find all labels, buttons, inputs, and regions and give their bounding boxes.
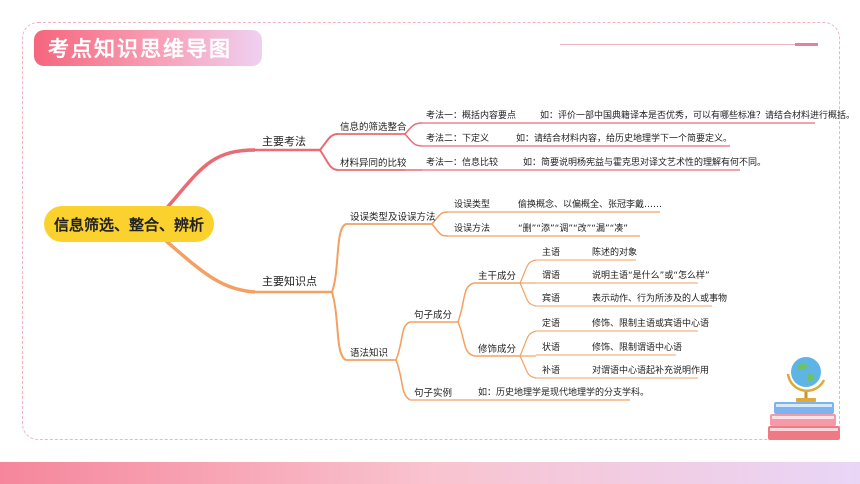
method-3: 考法一：信息比较 xyxy=(426,158,499,168)
mod-complement-desc: 对谓语中心语起补充说明作用 xyxy=(592,366,710,376)
branch-main-knowledge: 主要知识点 xyxy=(262,275,317,288)
core-subject: 主语 xyxy=(542,248,561,258)
method-2-example: 如：请结合材料内容，给历史地理学下一个简要定义。 xyxy=(516,134,733,144)
core-predicate: 谓语 xyxy=(542,271,561,281)
sentence-example-text: 如：历史地理学是现代地理学的分支学科。 xyxy=(478,388,650,398)
core-predicate-desc: 说明主语“是什么”或“怎么样” xyxy=(592,271,710,281)
mod-adverbial: 状语 xyxy=(542,343,561,353)
branch-main-methods: 主要考法 xyxy=(262,135,306,148)
mod-attribute: 定语 xyxy=(542,319,561,329)
node-modifier-parts: 修饰成分 xyxy=(478,344,517,355)
trap-method-value: “删”“添”“调”“改”“漏”“凑” xyxy=(518,224,628,234)
node-grammar: 语法知识 xyxy=(350,348,389,359)
method-1: 考法一：概括内容要点 xyxy=(426,111,517,121)
divider-accent xyxy=(795,43,818,46)
core-object-desc: 表示动作、行为所涉及的人或事物 xyxy=(592,294,728,304)
mod-attribute-desc: 修饰、限制主语或宾语中心语 xyxy=(592,319,710,329)
bottom-gradient-bar xyxy=(0,462,860,484)
slide-frame xyxy=(22,22,840,440)
core-object: 宾语 xyxy=(542,294,561,304)
trap-method-label: 设误方法 xyxy=(454,224,491,234)
mod-adverbial-desc: 修饰、限制谓语中心语 xyxy=(592,343,683,353)
divider xyxy=(560,44,795,45)
method-2: 考法二：下定义 xyxy=(426,134,490,144)
node-trap: 设误类型及设误方法 xyxy=(350,212,436,223)
method-1-example: 如：评价一部中国典籍译本是否优秀，可以有哪些标准？请结合材料进行概括。 xyxy=(540,111,856,121)
node-material-compare: 材料异同的比较 xyxy=(340,158,407,169)
method-3-example: 如：简要说明杨宪益与霍克思对译文艺术性的理解有何不同。 xyxy=(523,158,767,168)
node-sentence-example: 句子实例 xyxy=(414,388,453,399)
core-subject-desc: 陈述的对象 xyxy=(592,248,638,258)
trap-type-value: 偷换概念、以偏概全、张冠李戴…… xyxy=(518,200,663,210)
node-sentence-parts: 句子成分 xyxy=(414,310,453,321)
globe-and-books-icon xyxy=(768,357,840,440)
node-info-filter: 信息的筛选整合 xyxy=(340,122,407,133)
mod-complement: 补语 xyxy=(542,366,561,376)
root-node: 信息筛选、整合、辨析 xyxy=(44,206,214,242)
trap-type-label: 设误类型 xyxy=(454,200,491,210)
node-core-parts: 主干成分 xyxy=(478,271,517,282)
